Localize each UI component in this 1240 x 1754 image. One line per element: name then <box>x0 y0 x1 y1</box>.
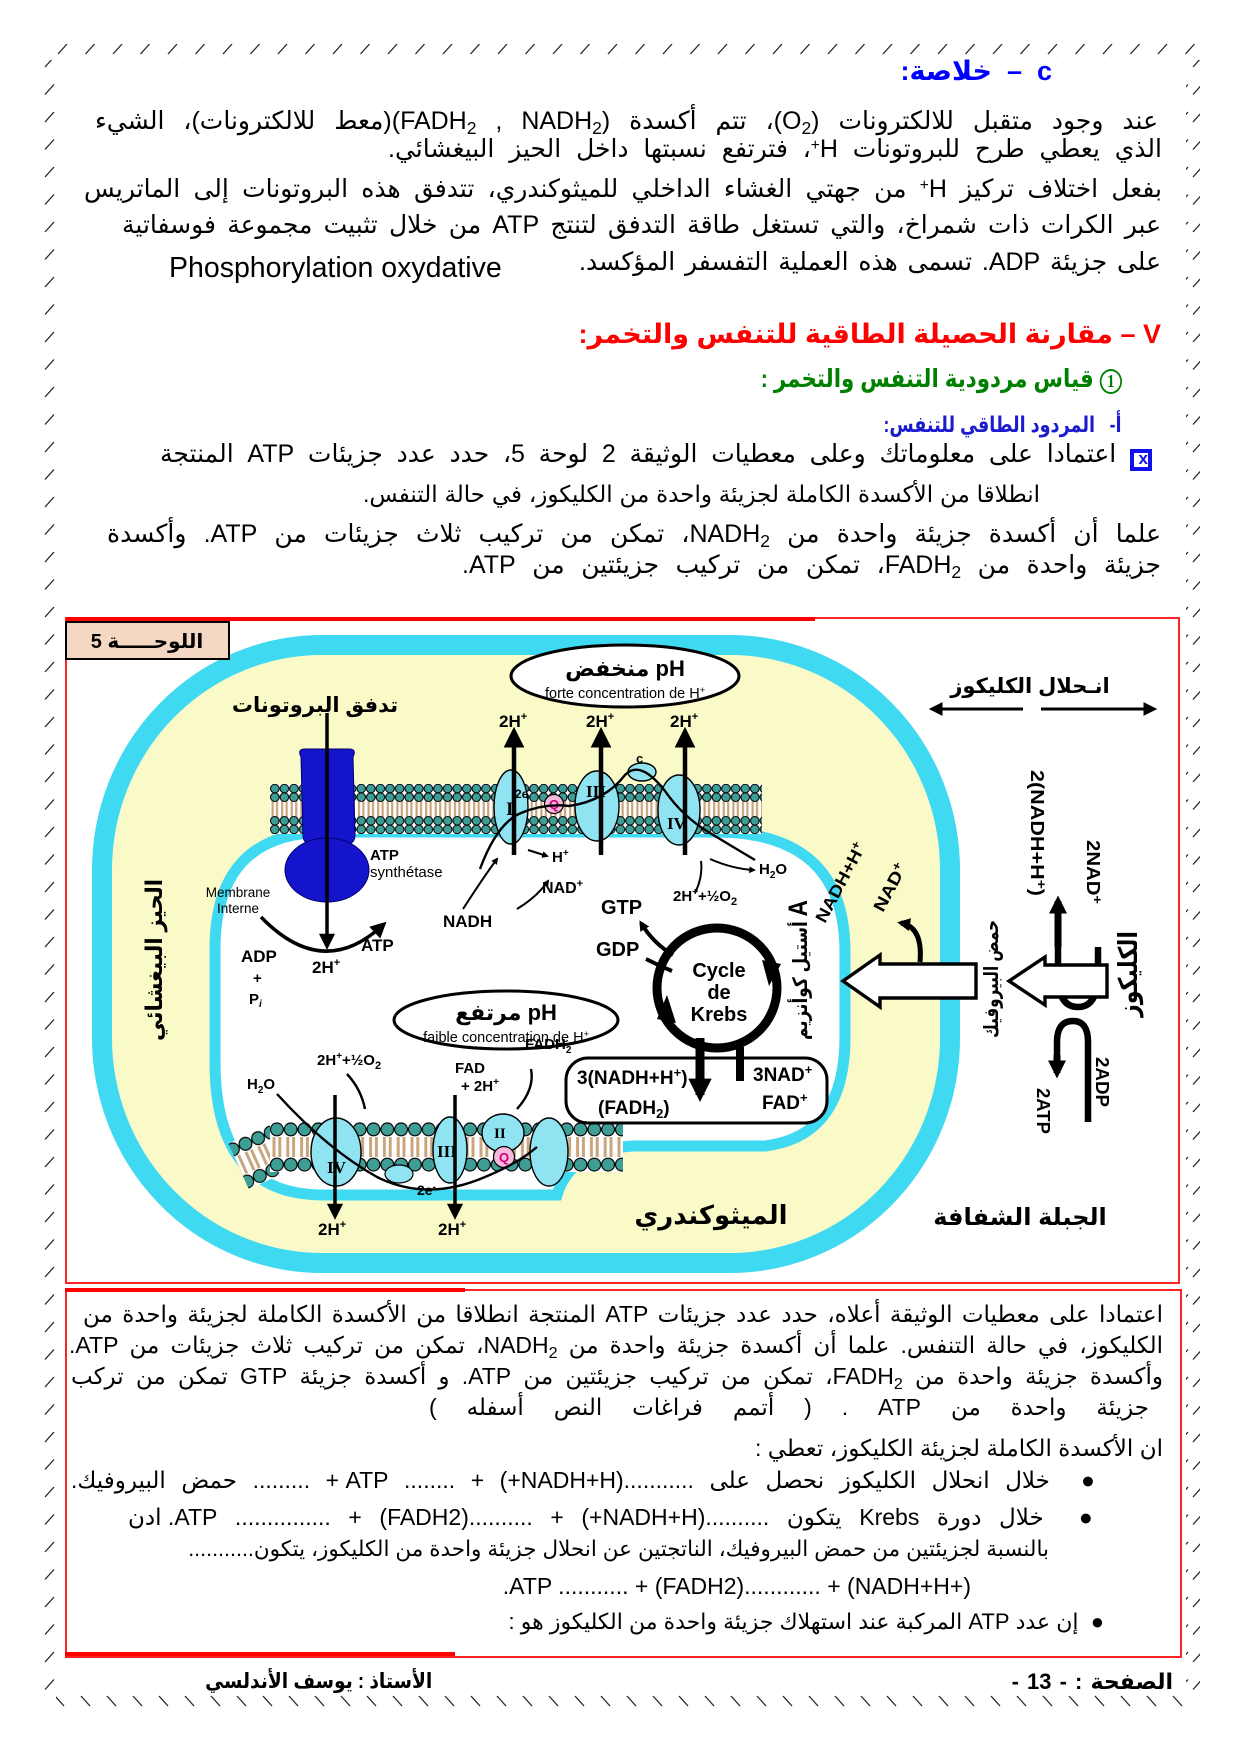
svg-text:I: I <box>506 799 513 820</box>
svg-text:FADH2: FADH2 <box>525 1036 572 1056</box>
svg-text:Pi: Pi <box>249 991 262 1010</box>
svg-text:forte concentration de H+: forte concentration de H+ <box>545 685 705 702</box>
svg-text:+: + <box>253 970 262 987</box>
svg-text:3NAD+: 3NAD+ <box>753 1062 813 1086</box>
svg-text:GDP: GDP <box>596 939 639 961</box>
svg-text:الحيز البيغشائي: الحيز البيغشائي <box>141 879 168 1041</box>
svg-text:H2O: H2O <box>759 861 787 881</box>
svg-text:ATP: ATP <box>370 847 399 864</box>
svg-text:الكليكوز: الكليكوز <box>1113 931 1144 1019</box>
svg-text:III: III <box>437 1142 457 1161</box>
svg-text:2ATP: 2ATP <box>1033 1088 1053 1134</box>
svg-text:2e-: 2e- <box>515 785 531 801</box>
svg-text:NAD+: NAD+ <box>542 878 583 897</box>
svg-text:2H+: 2H+ <box>670 711 698 731</box>
svg-text:2H+: 2H+ <box>499 711 527 731</box>
svg-text:تدفق البروتونات: تدفق البروتونات <box>232 694 398 717</box>
svg-text:2H+: 2H+ <box>438 1219 466 1239</box>
svg-text:IV: IV <box>327 1158 347 1177</box>
svg-text:(FADH2): (FADH2) <box>598 1098 670 1121</box>
svg-text:انـحلال الكليكوز: انـحلال الكليكوز <box>949 675 1109 698</box>
svg-text:FAD: FAD <box>455 1060 485 1077</box>
svg-text:+ 2H+: + 2H+ <box>461 1077 499 1095</box>
svg-text:de: de <box>707 982 730 1004</box>
svg-text:GTP: GTP <box>601 897 642 919</box>
svg-text:synthétase: synthétase <box>370 864 443 881</box>
svg-text:2(NADH+H+): 2(NADH+H+) <box>1027 770 1049 896</box>
svg-text:2H++½O2: 2H++½O2 <box>317 1051 381 1072</box>
svg-text:faible concentration de H+: faible concentration de H+ <box>423 1029 589 1046</box>
svg-text:Interne: Interne <box>217 901 259 916</box>
svg-text:H2O: H2O <box>247 1076 275 1096</box>
svg-text:حمض البيروفيك: حمض البيروفيك <box>981 920 1003 1038</box>
svg-text:2ADP: 2ADP <box>1092 1057 1112 1107</box>
svg-text:2NAD+: 2NAD+ <box>1083 840 1105 904</box>
svg-text:Cycle: Cycle <box>692 960 745 982</box>
svg-text:2H+: 2H+ <box>312 957 340 977</box>
svg-text:Krebs: Krebs <box>691 1004 748 1026</box>
svg-text:II: II <box>494 1126 506 1142</box>
svg-text:Membrane: Membrane <box>206 885 271 900</box>
svg-text:Q: Q <box>499 1150 509 1165</box>
svg-text:ADP: ADP <box>241 947 277 966</box>
svg-text:3(NADH+H+): 3(NADH+H+) <box>577 1065 688 1089</box>
svg-text:pH مرتفع: pH مرتفع <box>455 1000 557 1026</box>
svg-text:c: c <box>636 751 643 766</box>
svg-text:اللوحـــــة 5: اللوحـــــة 5 <box>91 631 203 653</box>
svg-text:2H++½O2: 2H++½O2 <box>673 887 737 908</box>
svg-text:pH منخفض: pH منخفض <box>565 656 685 681</box>
svg-text:IV: IV <box>667 814 687 833</box>
svg-text:ATP: ATP <box>361 936 394 955</box>
svg-text:NADH: NADH <box>443 912 492 931</box>
svg-text:2H+: 2H+ <box>318 1219 346 1239</box>
svg-text:الميثوكندري: الميثوكندري <box>634 1200 787 1231</box>
svg-text:2H+: 2H+ <box>586 711 614 731</box>
svg-text:الجبلة الشفافة: الجبلة الشفافة <box>933 1204 1107 1231</box>
